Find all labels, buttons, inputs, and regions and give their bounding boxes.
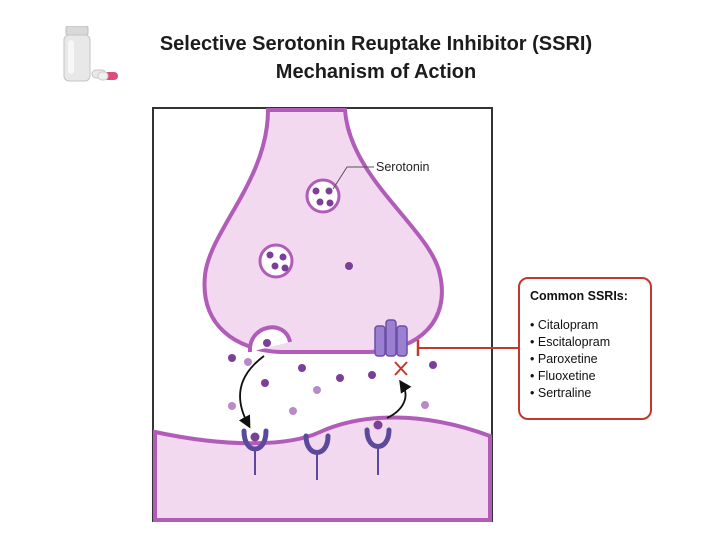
title-line-2: Mechanism of Action bbox=[275, 61, 477, 83]
vesicle bbox=[258, 243, 294, 279]
ssri-item: Fluoxetine bbox=[530, 368, 642, 385]
serotonin-leader-line bbox=[332, 166, 374, 190]
serotonin-transporter-icon bbox=[374, 319, 408, 357]
synaptic-cleft-molecules bbox=[228, 354, 437, 415]
postsynaptic-neuron bbox=[153, 415, 492, 522]
release-arrow bbox=[238, 355, 265, 429]
ssri-item: Paroxetine bbox=[530, 351, 642, 368]
receptor-icon bbox=[241, 428, 269, 475]
ssri-item: Citalopram bbox=[530, 317, 642, 334]
reuptake-arrow bbox=[386, 379, 412, 419]
pill-bottle-icon bbox=[63, 26, 118, 82]
ssri-list-box: Common SSRIs: Citalopram Escitalopram Pa… bbox=[518, 277, 652, 420]
capsule-icon bbox=[91, 69, 118, 81]
vesicle bbox=[305, 178, 341, 214]
page-title: Selective Serotonin Reuptake Inhibitor (… bbox=[96, 30, 656, 86]
exocytosis-site bbox=[247, 325, 292, 353]
title-line-1: Selective Serotonin Reuptake Inhibitor (… bbox=[159, 33, 593, 55]
ssri-item: Sertraline bbox=[530, 385, 642, 402]
receptor-icon bbox=[364, 420, 392, 475]
ssri-item: Escitalopram bbox=[530, 334, 642, 351]
receptor-icon bbox=[303, 433, 331, 480]
serotonin-label: Serotonin bbox=[376, 160, 430, 174]
blocked-x-icon bbox=[394, 361, 408, 376]
presynaptic-neuron bbox=[202, 108, 444, 354]
serotonin-molecule bbox=[345, 262, 353, 270]
ssri-list: Citalopram Escitalopram Paroxetine Fluox… bbox=[530, 317, 642, 402]
ssri-list-heading: Common SSRIs: bbox=[530, 289, 628, 303]
